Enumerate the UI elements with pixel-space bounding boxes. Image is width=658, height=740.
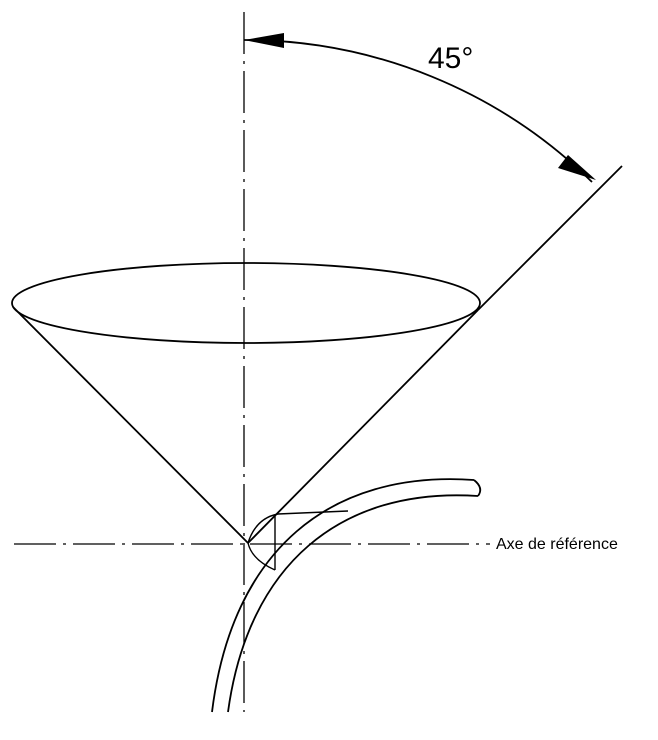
arc-arrowhead-left bbox=[244, 33, 284, 48]
reference-axis-label: Axe de référence bbox=[496, 536, 618, 553]
cone-top-ellipse bbox=[11, 262, 481, 344]
angle-arc bbox=[243, 39, 593, 183]
cone-generatrix-extension bbox=[477, 165, 623, 311]
cone-left-side bbox=[12, 306, 249, 544]
curved-surface-inner bbox=[227, 494, 479, 713]
arc-arrowhead-right bbox=[558, 155, 596, 180]
cone-right-side bbox=[247, 309, 479, 544]
curved-surface-end-cap bbox=[473, 479, 482, 497]
angle-label: 45° bbox=[428, 42, 473, 75]
curved-surface-outer bbox=[211, 478, 475, 713]
contact-guide-lower bbox=[247, 542, 276, 571]
contact-guide-upper bbox=[247, 510, 349, 544]
